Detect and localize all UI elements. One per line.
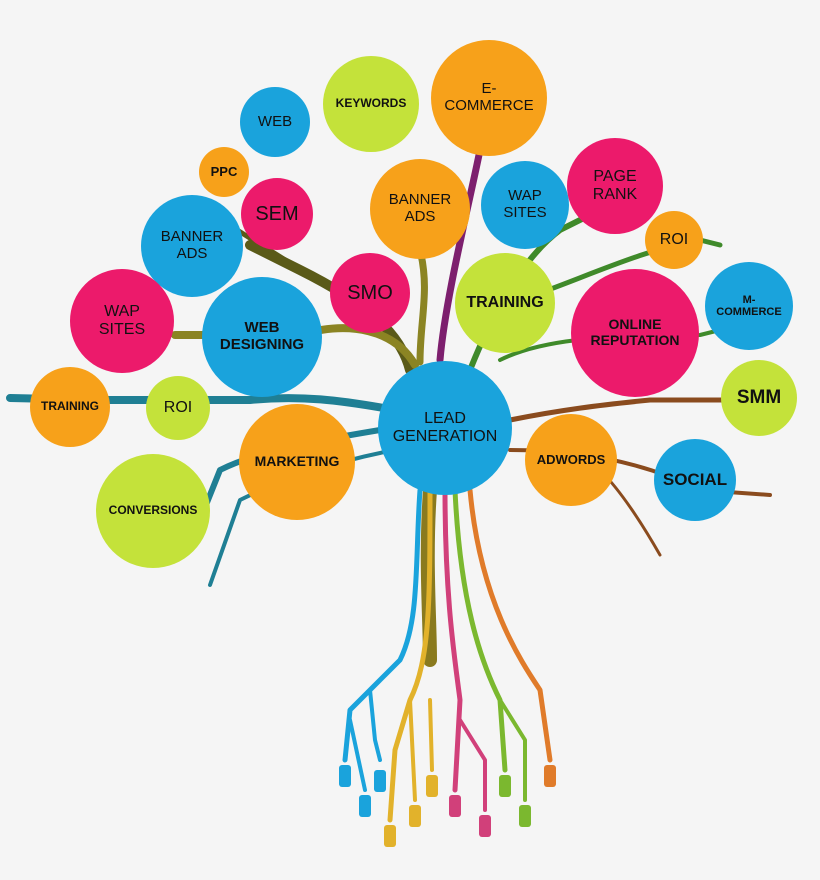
root-path: [458, 718, 487, 812]
node-training-center: TRAINING: [455, 253, 555, 353]
node-roi-left: ROI: [146, 376, 210, 440]
root-path: [442, 487, 463, 793]
node-banner-ads-center: BANNER ADS: [370, 159, 470, 259]
node-training-left: TRAINING: [30, 367, 110, 447]
node-web-designing: WEB DESIGNING: [202, 277, 322, 397]
node-m-commerce: M- COMMERCE: [705, 262, 793, 350]
root-plug: [409, 805, 421, 827]
root-plug: [359, 795, 371, 817]
node-banner-ads-left: BANNER ADS: [141, 195, 243, 297]
root-plug: [544, 765, 556, 787]
branch-path: [507, 397, 763, 423]
root-plug: [519, 805, 531, 827]
branch-path: [436, 146, 484, 364]
branch-path: [416, 246, 428, 366]
root-path: [348, 718, 367, 792]
node-wap-sites-top: WAP SITES: [481, 161, 569, 249]
root-path: [452, 487, 508, 773]
root-plug: [499, 775, 511, 797]
node-keywords: KEYWORDS: [323, 56, 419, 152]
root-path: [467, 487, 553, 763]
node-online-reputation: ONLINE REPUTATION: [571, 269, 699, 397]
root-plug: [449, 795, 461, 817]
root-path: [368, 688, 382, 762]
root-plug: [426, 775, 438, 797]
center-node: LEAD GENERATION: [378, 361, 512, 495]
root-plug: [339, 765, 351, 787]
node-wap-sites-left: WAP SITES: [70, 269, 174, 373]
node-sem: SEM: [241, 178, 313, 250]
node-roi-right: ROI: [645, 211, 703, 269]
node-social: SOCIAL: [654, 439, 736, 521]
root-plug: [479, 815, 491, 837]
node-web: WEB: [240, 87, 310, 157]
node-smo: SMO: [330, 253, 410, 333]
node-conversions: CONVERSIONS: [96, 454, 210, 568]
root-plug: [384, 825, 396, 847]
root-path: [498, 698, 527, 802]
node-smm: SMM: [721, 360, 797, 436]
node-marketing: MARKETING: [239, 404, 355, 520]
node-ecommerce: E- COMMERCE: [431, 40, 547, 156]
node-page-rank: PAGE RANK: [567, 138, 663, 234]
root-path: [342, 487, 423, 763]
root-path: [408, 698, 417, 802]
node-adwords: ADWORDS: [525, 414, 617, 506]
root-plug: [374, 770, 386, 792]
branch-path: [6, 394, 399, 414]
root-path: [428, 698, 434, 772]
node-ppc: PPC: [199, 147, 249, 197]
